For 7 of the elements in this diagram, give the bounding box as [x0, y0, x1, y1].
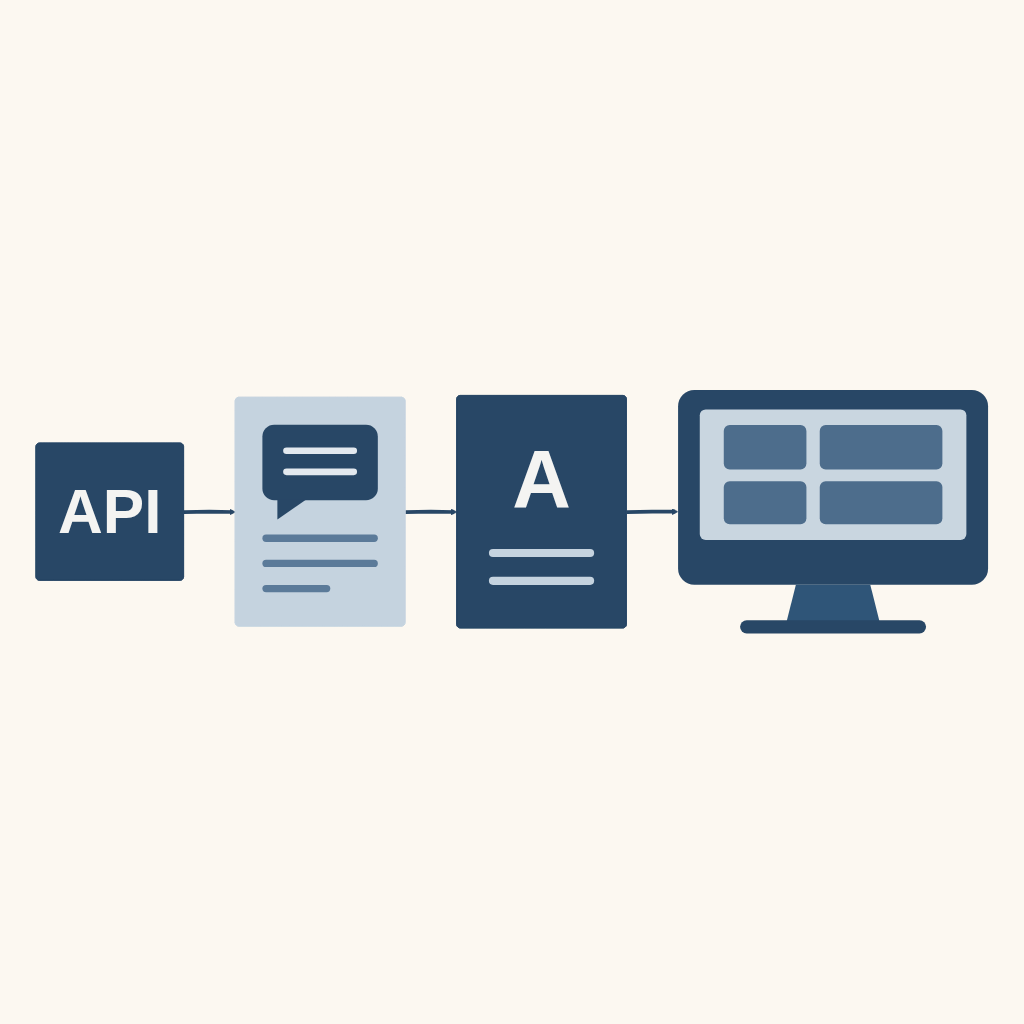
arrow: [405, 509, 458, 516]
monitor-drawing: [677, 389, 989, 635]
arrow: [626, 508, 679, 516]
arrow: [183, 509, 236, 516]
document-drawing: [234, 397, 406, 627]
process-box: API: [35, 443, 184, 581]
document-box: A: [456, 395, 627, 629]
